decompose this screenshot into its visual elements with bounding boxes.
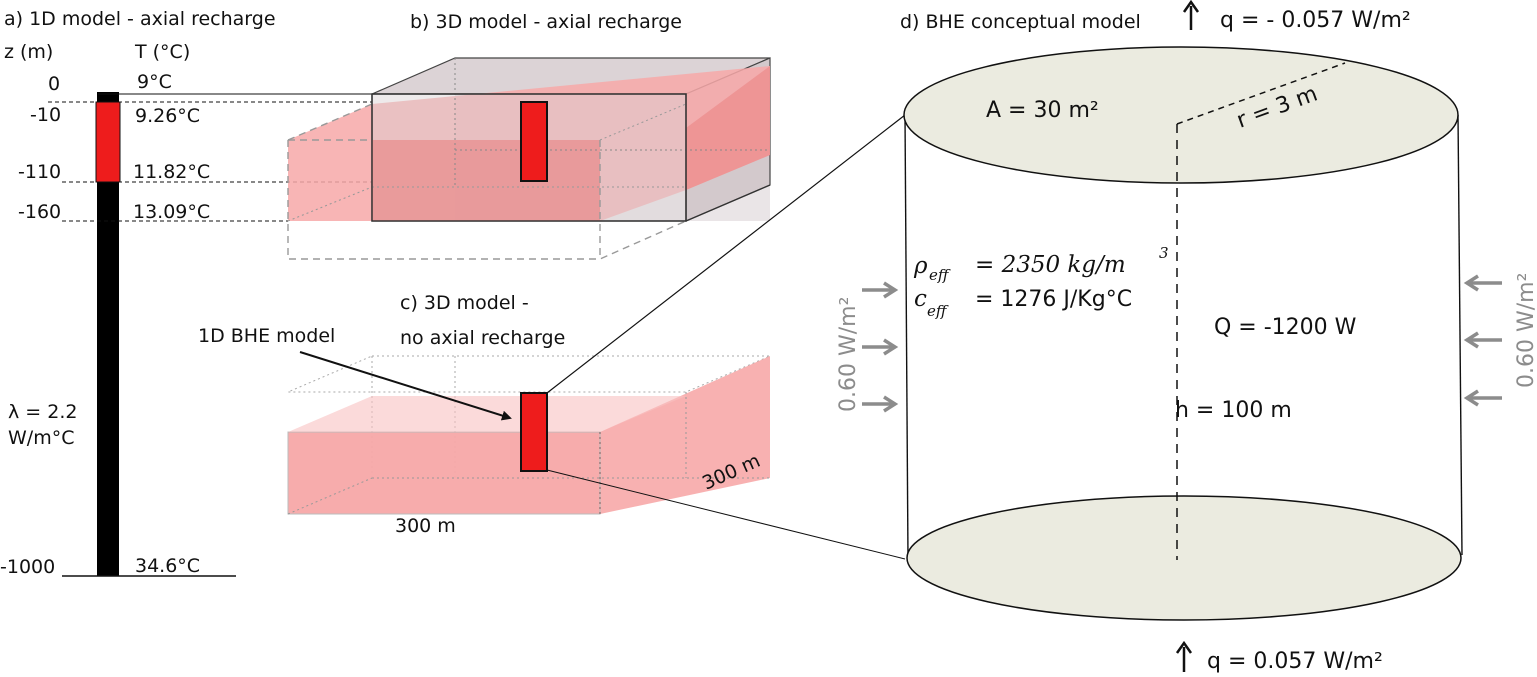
lambda-line1: λ = 2.2 xyxy=(8,401,77,423)
panel-a: a) 1D model - axial recharge z (m) T (°C… xyxy=(0,8,372,578)
arrow-right-icon xyxy=(883,338,899,356)
q-bottom-arrow-icon xyxy=(1175,640,1193,654)
rho-value: = 2350 kg/m xyxy=(975,252,1126,278)
height-label: h = 100 m xyxy=(1175,398,1292,423)
z-label-110: -110 xyxy=(18,161,61,183)
left-flux-arrows xyxy=(862,281,899,413)
c-symbol: c xyxy=(914,286,927,312)
right-flux-arrows xyxy=(1463,274,1502,407)
pink-c-front xyxy=(287,431,601,515)
zoom-line-bottom xyxy=(546,469,906,560)
box-c-dotted-3 xyxy=(287,477,373,515)
bhe-3d-no-axial xyxy=(520,392,548,472)
q-top-label: q = - 0.057 W/m² xyxy=(1220,8,1411,33)
panel-b: b) 3D model - axial recharge xyxy=(287,11,771,260)
c-subscript: eff xyxy=(927,302,949,320)
q-bottom-label: q = 0.057 W/m² xyxy=(1207,649,1383,674)
callout-1d-bhe: 1D BHE model xyxy=(198,325,335,347)
gray-box-bottom-right xyxy=(685,184,771,222)
arrow-left-icon xyxy=(1463,331,1479,349)
zoom-line-top xyxy=(546,114,906,394)
pink-c-right xyxy=(600,356,770,514)
cylinder-bottom-cap xyxy=(906,495,1462,621)
bhe-3d-axial xyxy=(520,101,548,182)
radius-line xyxy=(1176,62,1346,125)
lateral-flux-left: 0.60 W/m² xyxy=(836,297,861,412)
panel-d-title: d) BHE conceptual model xyxy=(900,11,1141,33)
gray-box-outline xyxy=(371,93,687,222)
t-label-10: 9.26°C xyxy=(135,105,200,127)
c-value: = 1276 J/Kg°C xyxy=(975,287,1132,312)
power-label: Q = -1200 W xyxy=(1214,315,1357,340)
rho-symbol: ρ xyxy=(913,253,928,279)
pink-front-overlap xyxy=(372,140,600,221)
z-label-160: -160 xyxy=(18,201,61,223)
z-label-1000: -1000 xyxy=(0,556,55,578)
z-label-0: 0 xyxy=(48,73,60,95)
q-top-arrow-icon xyxy=(1182,0,1200,13)
pink-c-top xyxy=(288,396,686,432)
rho-exponent: 3 xyxy=(1159,244,1169,262)
cylinder-right-side xyxy=(1457,114,1463,556)
t-label-160: 13.09°C xyxy=(133,201,210,223)
panel-c-title-2: no axial recharge xyxy=(400,327,565,349)
dim-width: 300 m xyxy=(395,515,456,537)
slab-dashed-edge xyxy=(287,103,373,141)
t-label-110: 11.82°C xyxy=(133,161,210,183)
t-label-0: 9°C xyxy=(137,71,172,93)
slab-dotted-edge xyxy=(599,103,687,141)
lambda-line2: W/m°C xyxy=(8,427,74,449)
panel-d: d) BHE conceptual model q = - 0.057 W/m²… xyxy=(836,0,1537,674)
pink-right-face xyxy=(686,66,770,190)
bhe-segment xyxy=(95,101,121,183)
area-label: A = 30 m² xyxy=(986,98,1099,123)
arrow-left-icon xyxy=(1463,389,1479,407)
c-formula: c eff = 1276 J/Kg°C xyxy=(914,286,1132,320)
arrow-right-icon xyxy=(883,281,899,299)
arrow-left-icon xyxy=(1463,274,1479,292)
rho-formula: ρ eff = 2350 kg/m 3 xyxy=(913,244,1169,284)
cylinder-left-side xyxy=(904,114,909,560)
slab-dotted-base xyxy=(287,186,373,222)
panel-a-title: a) 1D model - axial recharge xyxy=(4,8,276,30)
panel-b-title: b) 3D model - axial recharge xyxy=(410,11,682,33)
panel-c-title-1: c) 3D model - xyxy=(400,292,529,314)
cylinder-top-cap xyxy=(903,46,1459,184)
panel-c: c) 3D model - no axial recharge 1D BHE m… xyxy=(198,292,771,537)
arrow-right-icon xyxy=(883,395,899,413)
box-c-top-dotted xyxy=(287,355,771,393)
borehole-column xyxy=(97,92,119,576)
t-label-1000: 34.6°C xyxy=(135,555,200,577)
z-label-10: -10 xyxy=(30,104,61,126)
callout-arrow xyxy=(299,351,512,421)
rho-subscript: eff xyxy=(929,266,951,284)
z-header: z (m) xyxy=(4,41,53,63)
lateral-flux-right: 0.60 W/m² xyxy=(1514,273,1537,388)
t-header: T (°C) xyxy=(134,41,190,63)
